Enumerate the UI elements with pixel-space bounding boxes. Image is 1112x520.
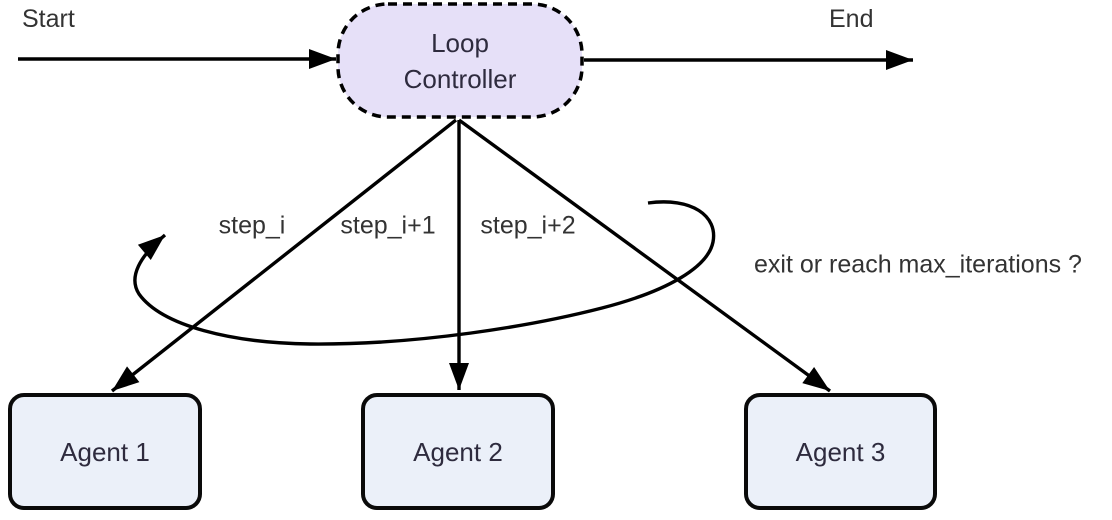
- agent3-label: Agent 3: [795, 436, 886, 467]
- agent1-label: Agent 1: [60, 436, 150, 467]
- end-label: End: [829, 5, 874, 33]
- loop-controller-label-line1: Loop: [431, 27, 489, 58]
- edge-label-step-i1: step_i+1: [340, 211, 436, 240]
- loop-controller-node: [336, 2, 584, 119]
- edge-label-step-i: step_i: [218, 211, 286, 240]
- agent1-node: [8, 393, 202, 510]
- loop-back-arrow: [133, 200, 716, 346]
- loop-controller-label-line2: Controller: [403, 63, 517, 94]
- edge-loop-to-agent3-arrow: [457, 118, 832, 393]
- start-label: Start: [22, 5, 75, 33]
- agent3-node: [744, 393, 937, 510]
- edge-label-step-i2: step_i+2: [480, 211, 576, 240]
- agent2-node: [361, 393, 555, 510]
- edge-loop-to-agent1-arrow: [110, 118, 458, 393]
- loop-controller-label: Loop Controller: [338, 4, 582, 117]
- loop-condition-label: exit or reach max_iterations ?: [754, 250, 1082, 279]
- agent2-label: Agent 2: [413, 436, 503, 467]
